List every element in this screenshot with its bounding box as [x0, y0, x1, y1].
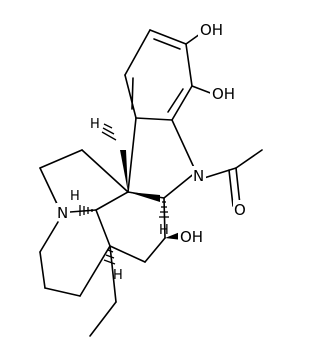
label-n-amine: N	[57, 204, 68, 222]
bond-c-oh-aromatic	[191, 85, 214, 95]
bond-ar-3	[171, 85, 193, 121]
label-h-c6: H	[90, 117, 100, 132]
label-n-indoline: N	[193, 167, 204, 185]
hashed-bond-layer	[79, 123, 169, 265]
bond-c16-c17	[144, 237, 166, 263]
bond-ar-inner-3	[131, 77, 134, 110]
bond-n-c3	[39, 221, 59, 253]
bond-c21-c7	[95, 191, 129, 211]
label-o-carbonyl: O	[234, 201, 246, 219]
label-oh-aromatic: OH	[212, 85, 235, 103]
bond-acyl-methyl	[235, 149, 263, 169]
bond-c17-c20	[109, 245, 146, 263]
bond-layer	[39, 29, 263, 337]
wedge-bond-c7-c8	[128, 192, 160, 202]
label-oh-top: OH	[200, 21, 223, 39]
bond-ar-inner-2	[167, 88, 184, 113]
label-h-c21: H	[70, 189, 80, 204]
bond-c7-ar	[127, 117, 137, 193]
bond-ar-2	[185, 43, 193, 87]
atom-label-layer: OH OH N N O OH H H H H	[56, 20, 247, 283]
label-h-c8: H	[159, 223, 169, 238]
wedge-bond-c7-c6	[120, 150, 128, 192]
hashed-bond-c7-bridge	[101, 123, 117, 141]
bond-ch2-ch3	[89, 301, 117, 337]
bond-ar-1	[149, 29, 187, 45]
bond-c15-c20	[79, 245, 111, 297]
bond-c8-c16	[163, 197, 166, 239]
bond-c6-c7	[81, 149, 129, 193]
label-oh-ring: OH	[180, 228, 203, 246]
wedge-bond-c16-oh	[165, 232, 182, 240]
bond-ar-4	[135, 117, 173, 121]
label-h-c20: H	[113, 268, 123, 283]
hashed-bond-c8-h	[159, 201, 169, 218]
hashed-bond-c21-h	[79, 205, 93, 216]
wedge-bond-layer	[120, 150, 182, 240]
bond-ar-6	[124, 29, 151, 76]
bond-c-oh-top	[185, 33, 201, 45]
bond-ar-n	[171, 119, 197, 173]
molecule-canvas: OH OH N N O OH H H H H	[39, 20, 263, 337]
bond-c3-c14	[39, 251, 46, 289]
bond-c20-ch2	[109, 245, 117, 303]
bond-c14-c15	[44, 287, 81, 297]
hashed-bond-c20-h	[103, 249, 116, 265]
bond-c20-c21	[95, 209, 111, 247]
bond-ar-5	[124, 74, 137, 119]
bond-c5-c6	[39, 149, 83, 169]
bond-ar-inner-1	[153, 38, 181, 50]
bond-n-acyl	[203, 167, 237, 179]
bond-n-c8	[163, 171, 197, 199]
bond-acyl-o-1	[235, 167, 241, 206]
bond-acyl-o-2	[228, 169, 234, 207]
chemical-structure-diagram: OH OH N N O OH H H H H	[39, 20, 263, 337]
bond-n-c5	[39, 167, 59, 207]
